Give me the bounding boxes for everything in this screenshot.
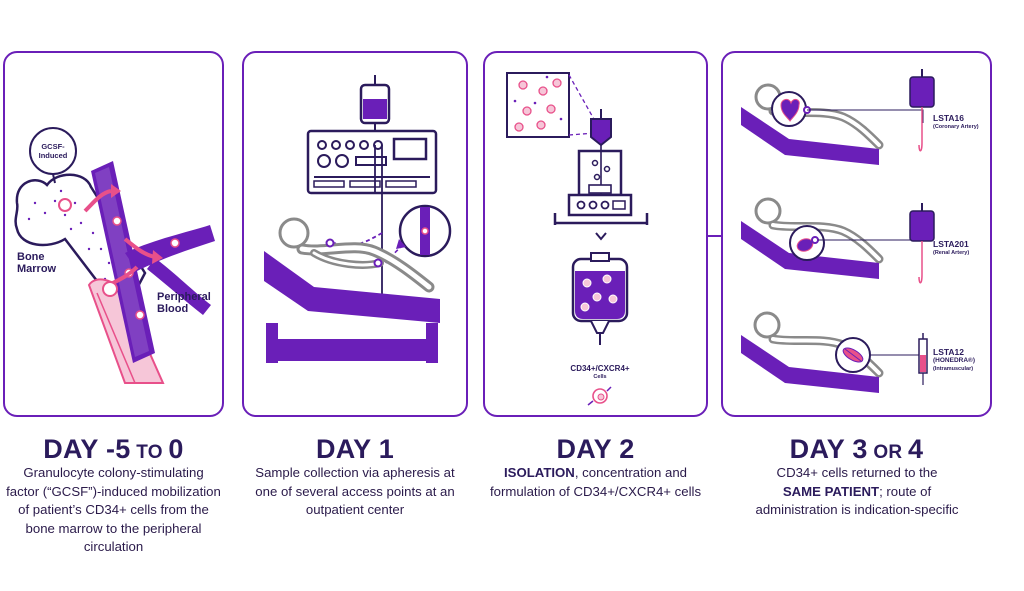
panel-day-2: CD34+/CXCR4+ Cells <box>483 51 708 417</box>
desc-day-0: Granulocyte colony-stimulating factor (“… <box>6 465 221 554</box>
desc-day-3: CD34+ cells returned to the SAME PATIENT… <box>755 465 959 517</box>
desc-day-1: Sample collection via apheresis at one o… <box>255 465 455 517</box>
lsta12-brand: (HONEDRA®) <box>933 357 975 364</box>
apheresis-illustration <box>264 75 452 363</box>
day-title-2: DAY 2 <box>556 434 635 464</box>
panel-day-3-4: LSTA16 (Coronary Artery) LSTA201 (Renal … <box>721 51 992 417</box>
lsta16-label: LSTA16 <box>933 113 965 123</box>
return-patient-illustration <box>741 69 935 393</box>
lsta201-label: LSTA201 <box>933 239 969 249</box>
lsta16-route: (Coronary Artery) <box>933 124 979 130</box>
cells-label: CD34+/CXCR4+ <box>570 364 630 373</box>
gcsf-label: GCSF- Induced <box>38 142 68 160</box>
bone-marrow-label: Bone Marrow <box>17 251 57 275</box>
isolation-illustration <box>506 72 649 406</box>
day-title-3: DAY 3 OR 4 <box>789 434 924 464</box>
desc-day-3-bold: SAME PATIENT <box>782 483 880 499</box>
panel-day-minus5: GCSF- Induced Bone Marrow Peripheral Blo… <box>3 51 224 417</box>
day-title-0: DAY -5 TO 0 <box>43 434 184 464</box>
panel-day-1 <box>242 51 468 417</box>
desc-day-2: ISOLATION, concentration and formulation… <box>489 465 702 499</box>
lsta12-label: LSTA12 <box>933 347 965 357</box>
day-title-1: DAY 1 <box>315 434 395 464</box>
bone-marrow-illustration <box>14 127 215 384</box>
peripheral-blood-label: Peripheral Blood <box>157 291 211 315</box>
cells-sub-label: Cells <box>593 374 607 380</box>
desc-day-2-bold: ISOLATION <box>504 465 575 480</box>
lsta12-route: (Intramuscular) <box>933 366 974 372</box>
lsta201-route: (Renal Artery) <box>933 250 970 256</box>
